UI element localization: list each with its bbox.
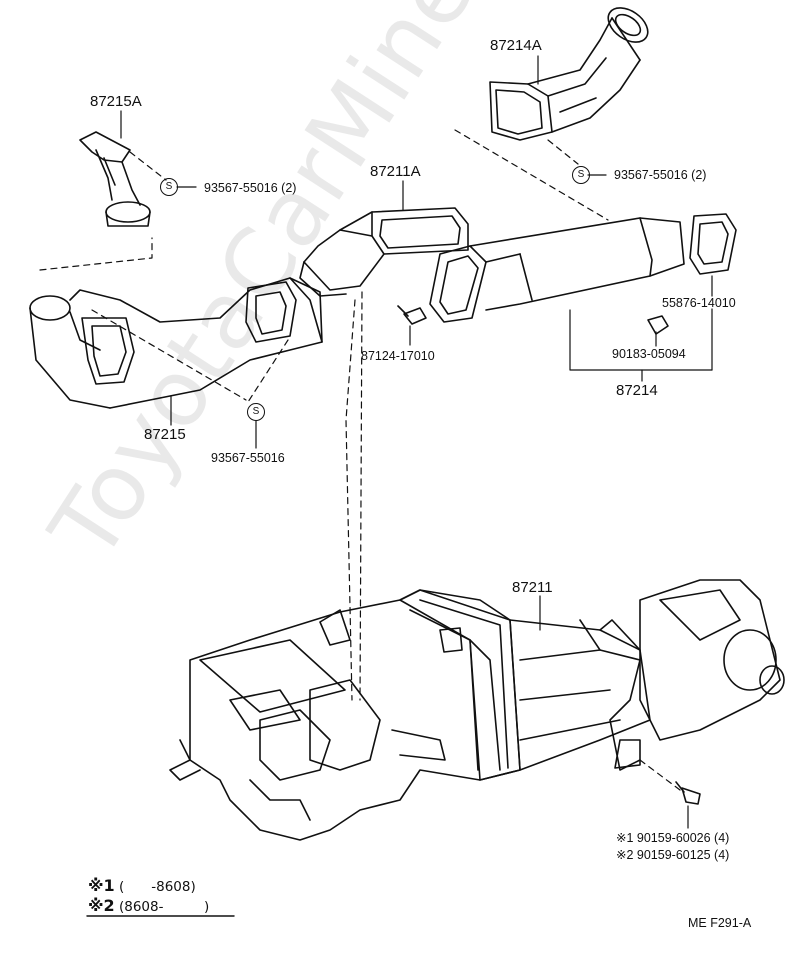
label-93567-55016-a: 93567-55016 (2) <box>204 181 297 195</box>
note-1: ※1 ( -8608) <box>88 878 196 895</box>
label-90183-05094: 90183-05094 <box>612 347 686 361</box>
label-93567-55016-b: 93567-55016 (2) <box>614 168 707 182</box>
note-2: ※2 (8608- ) <box>88 898 209 915</box>
duct-87215 <box>29 277 323 409</box>
note-2-text: (8608- ) <box>118 899 210 915</box>
clip-90183 <box>647 315 669 335</box>
cap-55876 <box>689 213 737 275</box>
label-87214A: 87214A <box>490 37 542 54</box>
duct-87211A <box>299 207 469 297</box>
label-87214: 87214 <box>616 382 658 399</box>
label-bolt-2: ※2 90159-60125 (4) <box>616 848 730 862</box>
note-1-mark: ※1 <box>88 876 115 895</box>
sealant-symbol-icon: S <box>572 166 590 184</box>
label-87211A: 87211A <box>370 163 421 180</box>
label-87211: 87211 <box>512 579 553 596</box>
label-87124-17010: 87124-17010 <box>361 349 435 363</box>
sealant-symbol-icon: S <box>247 403 265 421</box>
label-93567-55016-c: 93567-55016 <box>211 451 285 465</box>
heater-unit-87211 <box>169 579 785 841</box>
duct-87215A <box>79 131 151 227</box>
note-1-text: ( -8608) <box>118 879 196 895</box>
figure-code: ME F291-A <box>688 916 752 930</box>
label-87215: 87215 <box>144 426 186 443</box>
bolt-90159 <box>675 781 701 805</box>
duct-87214 <box>429 217 685 323</box>
sealant-symbol-icon: S <box>160 178 178 196</box>
label-55876-14010: 55876-14010 <box>662 296 736 310</box>
label-87215A: 87215A <box>90 93 142 110</box>
label-bolt-1: ※1 90159-60026 (4) <box>616 831 730 845</box>
bolt-87124 <box>397 305 427 325</box>
note-2-mark: ※2 <box>88 896 115 915</box>
duct-87214A <box>489 7 649 141</box>
